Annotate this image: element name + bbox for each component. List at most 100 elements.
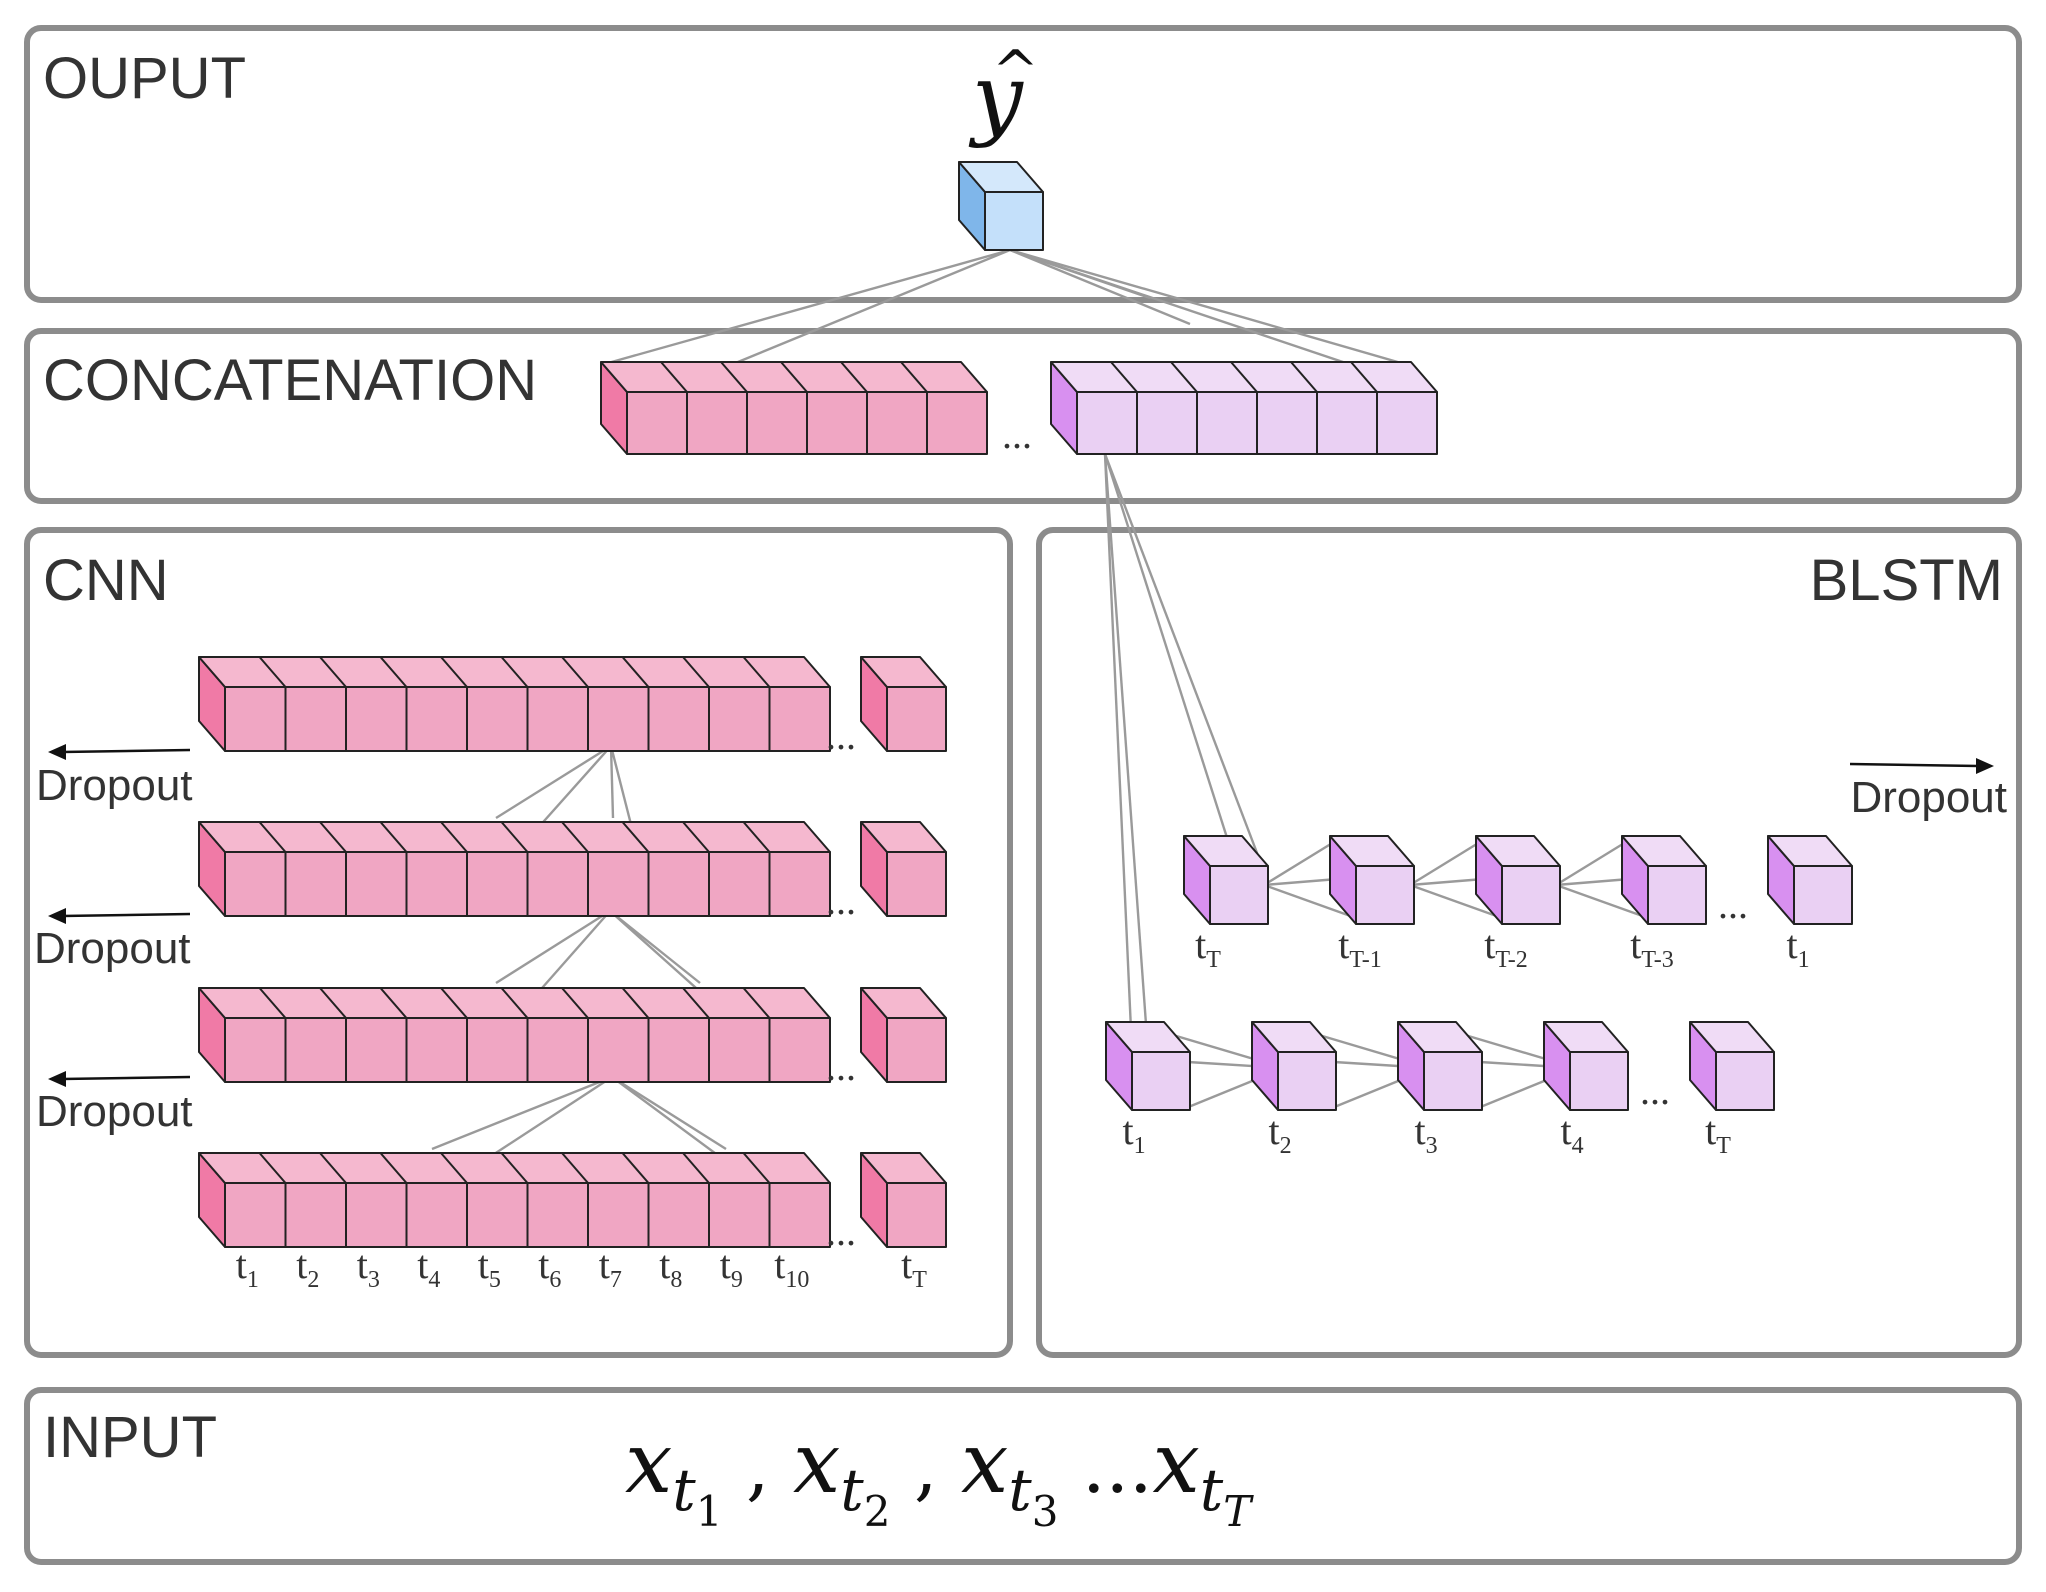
cube-front-face	[1501, 865, 1561, 925]
blstm-forward-time-label: t4	[1560, 1108, 1583, 1159]
cnn-row-3	[198, 987, 831, 1083]
blstm-backward-ellipsis: ...	[1718, 882, 1748, 927]
connection	[431, 1075, 613, 1151]
connection	[1103, 453, 1238, 867]
cube-top-divider	[1230, 361, 1258, 393]
cnn-time-label: t3	[357, 1242, 380, 1293]
input-sequence: xt1 , xt2 , xt3 ...xtT	[625, 1414, 1254, 1536]
blstm-backward-cell	[1329, 835, 1415, 925]
cnn-row-2-ellipsis: ...	[826, 878, 856, 923]
connection	[1409, 883, 1503, 920]
blstm-forward-cell	[1543, 1021, 1629, 1111]
cnn-dropout-1: Dropout	[36, 744, 193, 810]
cube-top-divider	[561, 821, 589, 853]
output-cube	[958, 161, 1044, 251]
connection	[611, 1075, 727, 1151]
cnn-row-3-last-cube	[860, 987, 947, 1083]
connection	[495, 744, 612, 820]
cube-top-divider	[900, 361, 928, 393]
cube-front-face	[1793, 865, 1853, 925]
cube-top-divider	[258, 656, 287, 688]
dropout-arrowhead	[1976, 758, 1994, 774]
cube-top-divider	[720, 361, 748, 393]
blstm-forward-time-label: t2	[1268, 1108, 1291, 1159]
cube-front-face	[984, 191, 1044, 251]
cnn-panel-title: CNN	[43, 548, 169, 613]
cube-front-face	[1355, 865, 1415, 925]
cube-front-face	[1277, 1051, 1337, 1111]
cube-front-face	[1647, 865, 1707, 925]
dropout-arrowhead	[48, 744, 66, 760]
blstm-forward-ellipsis: ...	[1640, 1068, 1670, 1113]
cube-front-face	[1209, 865, 1269, 925]
connection	[1009, 248, 1409, 367]
cnn-row-1-ellipsis: ...	[826, 713, 856, 758]
connection	[1103, 453, 1264, 867]
cube-top-divider	[379, 1152, 408, 1184]
connection	[1009, 248, 1191, 326]
cnn-dropout-3: Dropout	[36, 1071, 193, 1136]
dropout-arrowhead	[48, 908, 66, 924]
cube-top-divider	[440, 821, 468, 853]
cube-top-divider	[1110, 361, 1138, 393]
cube-top-divider	[258, 821, 287, 853]
concat-blstm-block	[1050, 361, 1438, 455]
connection	[609, 745, 615, 819]
cube-top-divider	[742, 656, 771, 688]
blstm-backward-time-label: tT-3	[1630, 922, 1674, 973]
cube-top-divider	[682, 821, 710, 853]
cnn-time-label: t5	[478, 1242, 501, 1293]
cnn-time-label: t1	[236, 1242, 259, 1293]
blstm-forward-cell	[1251, 1021, 1337, 1111]
blstm-backward-time-label: tT-2	[1484, 922, 1528, 973]
cube-top-divider	[379, 656, 408, 688]
cube-top-divider	[258, 1152, 287, 1184]
blstm-forward-cell	[1105, 1021, 1191, 1111]
concatenation-panel	[24, 328, 2022, 504]
cube-top-divider	[500, 656, 529, 688]
dropout-label: Dropout	[36, 761, 193, 810]
cube-top-divider	[500, 987, 529, 1019]
cnn-row-1	[198, 656, 831, 752]
cube-top-divider	[621, 1152, 650, 1184]
cube-top-divider	[780, 361, 808, 393]
blstm-forward-time-label: tT	[1705, 1108, 1731, 1159]
cube-top-divider	[561, 1152, 589, 1184]
input-sequence-text: xt1 , xt2 , xt3 ...xtT	[625, 1414, 1254, 1536]
blstm-forward-cell	[1397, 1021, 1483, 1111]
cnn-row-3-ellipsis: ...	[826, 1044, 856, 1089]
connection	[1103, 453, 1150, 1053]
connection	[1263, 840, 1335, 887]
blstm-panel	[1036, 527, 2022, 1358]
blstm-backward-cell	[1183, 835, 1269, 925]
cube-top-divider	[379, 821, 408, 853]
concat-cnn-block	[600, 361, 988, 455]
cnn-time-label: t2	[296, 1242, 319, 1293]
cube-top-divider	[561, 656, 589, 688]
blstm-panel-title: BLSTM	[1810, 548, 2003, 613]
output-symbol: y	[968, 45, 1024, 150]
cube-top-divider	[1290, 361, 1318, 393]
cube-top-divider	[319, 987, 347, 1019]
output-hat-mark: ^	[992, 39, 1039, 104]
cnn-row-4-ellipsis: ...	[826, 1209, 856, 1254]
cnn-dropout-2: Dropout	[34, 908, 191, 973]
concatenation-panel-title: CONCATENATION	[43, 348, 537, 413]
cube-front-face	[886, 851, 947, 917]
dropout-label: Dropout	[34, 924, 191, 973]
dropout-arrowhead	[48, 1071, 66, 1087]
cube-top-divider	[621, 821, 650, 853]
cnn-row-2	[198, 821, 831, 917]
output-panel	[24, 25, 2022, 303]
cube-top-divider	[379, 987, 408, 1019]
cnn-time-label: t4	[417, 1242, 440, 1293]
cube-front-face	[886, 686, 947, 752]
blstm-backward-cell	[1621, 835, 1707, 925]
blstm-forward-time-label: t3	[1414, 1108, 1437, 1159]
cube-top-divider	[742, 1152, 771, 1184]
blstm-backward-time-label: tT-1	[1338, 922, 1382, 973]
cnn-row-4-last-cube	[860, 1152, 947, 1248]
dropout-label: Dropout	[1850, 773, 2007, 822]
